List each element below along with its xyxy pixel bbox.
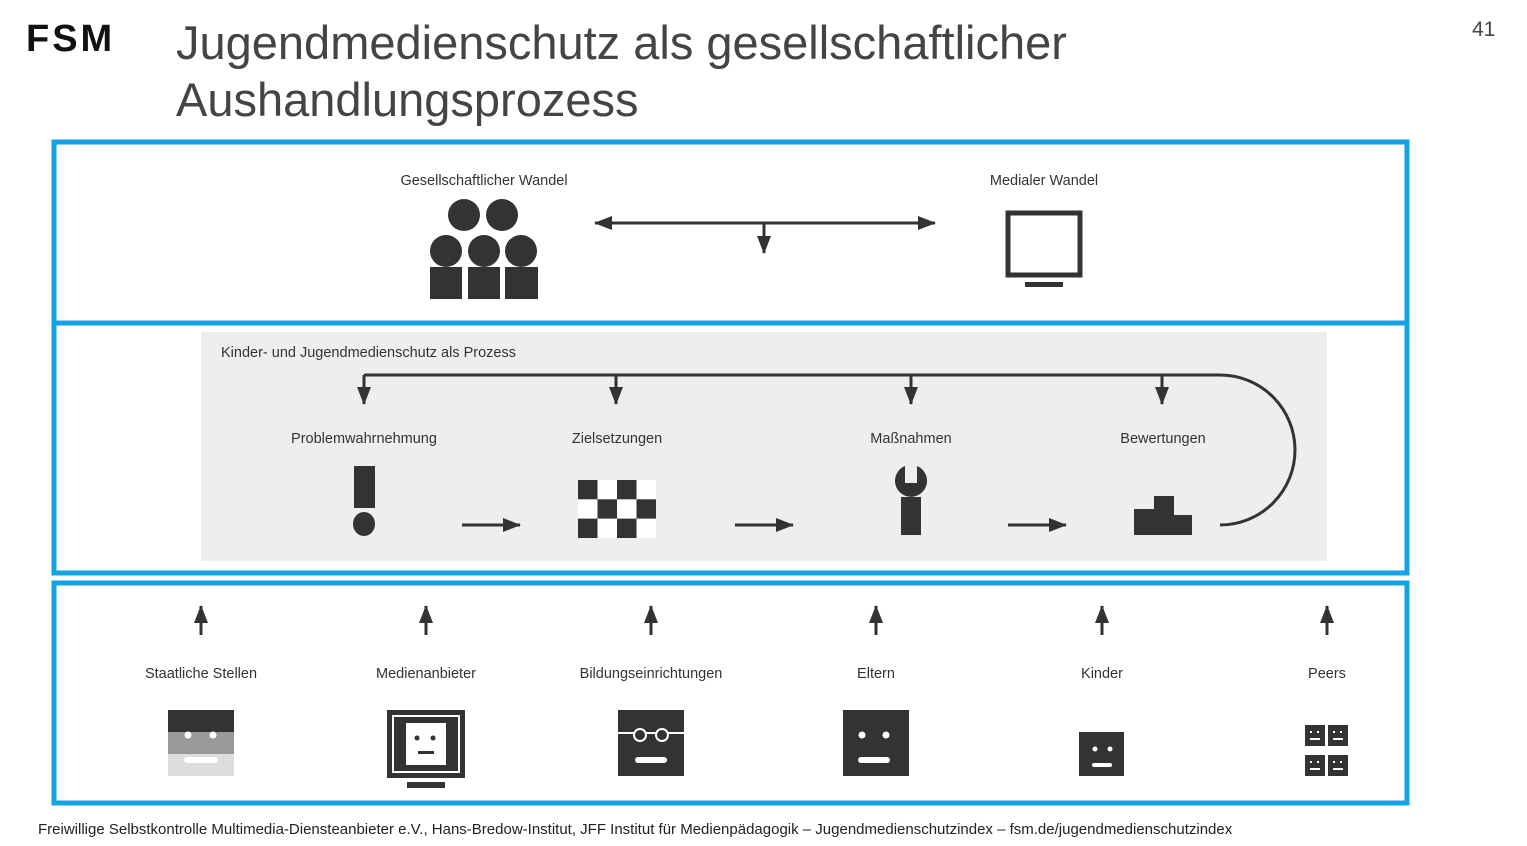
parent-face-icon xyxy=(843,710,909,776)
actor-label: Bildungseinrichtungen xyxy=(579,666,723,682)
label-medialer-wandel: Medialer Wandel xyxy=(989,173,1099,189)
bidirectional-arrow xyxy=(594,216,936,254)
education-face-icon xyxy=(618,710,684,776)
title-line-2: Aushandlungsprozess xyxy=(176,73,639,126)
state-face-icon xyxy=(168,710,234,776)
title-line-1: Jugendmedienschutz als gesellschaftliche… xyxy=(176,16,1067,69)
process-loop-line xyxy=(357,373,1297,532)
actor-label: Staatliche Stellen xyxy=(144,666,258,682)
frame-middle xyxy=(51,320,1410,576)
monitor-icon xyxy=(1005,210,1083,287)
peers-faces-icon xyxy=(1305,725,1348,776)
actor-label: Peers xyxy=(1308,666,1346,682)
frame-bottom xyxy=(51,580,1410,806)
frame-top xyxy=(51,139,1410,326)
footer-credits: Freiwillige Selbstkontrolle Multimedia-D… xyxy=(38,821,1233,838)
actor-arrows xyxy=(194,605,1334,635)
page-title: Jugendmedienschutz als gesellschaftliche… xyxy=(176,14,1067,128)
checkerboard-icon xyxy=(578,480,656,538)
step-label: Problemwahrnehmung xyxy=(291,431,437,447)
actor-label: Kinder xyxy=(1081,666,1123,682)
label-gesellschaftlicher-wandel: Gesellschaftlicher Wandel xyxy=(400,173,568,189)
step-label: Bewertungen xyxy=(1120,431,1206,447)
page-number: 41 xyxy=(1472,18,1496,41)
fsm-logo: FSM xyxy=(26,18,116,60)
people-icon xyxy=(430,199,538,299)
exclamation-icon xyxy=(353,466,375,536)
podium-icon xyxy=(1134,496,1192,535)
step-label: Zielsetzungen xyxy=(571,431,663,447)
actor-label: Eltern xyxy=(857,666,895,682)
actor-label: Medienanbieter xyxy=(376,666,476,682)
wrench-icon xyxy=(895,466,927,535)
process-title: Kinder- und Jugendmedienschutz als Proze… xyxy=(221,345,516,361)
step-label: Maßnahmen xyxy=(870,431,952,447)
media-provider-icon xyxy=(387,710,465,788)
child-face-icon xyxy=(1079,732,1124,776)
